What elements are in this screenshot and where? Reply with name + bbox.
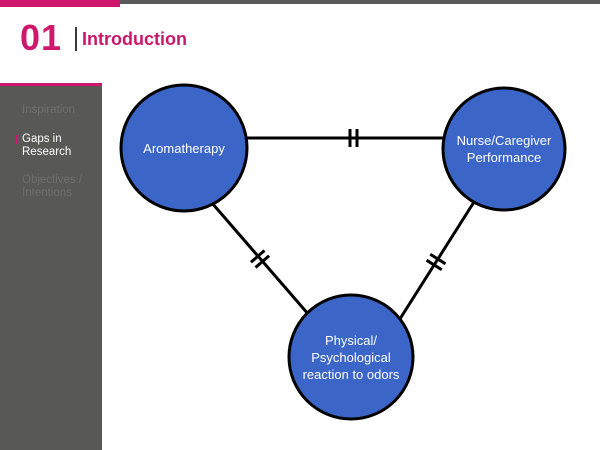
- title-divider: [75, 27, 77, 51]
- node-label-aromatherapy: Aromatherapy: [143, 140, 225, 156]
- edge-marker-bar: [429, 252, 447, 266]
- slide-title: Introduction: [82, 29, 187, 49]
- node-label-physical-psychological-reaction: Physical/ Psychological reaction to odor…: [302, 332, 400, 382]
- edge-marker-bar: [249, 249, 266, 264]
- node-label-nurse-caregiver-performance: Nurse/Caregiver Performance: [456, 133, 552, 165]
- sidebar-item-inspiration[interactable]: Inspiration: [22, 104, 98, 117]
- top-border: [0, 0, 600, 4]
- slide-number: 01: [20, 17, 63, 58]
- sidebar-nav: Inspiration Gaps in Research Objectives …: [0, 83, 102, 450]
- edge-aromatherapy-nurse: [245, 129, 447, 147]
- node-nurse-caregiver-performance: [441, 86, 567, 212]
- edge-marker-bar: [254, 254, 271, 269]
- sidebar-item-label: Objectives / Intentions: [22, 174, 83, 199]
- sidebar-item-gaps-in-research[interactable]: Gaps in Research: [16, 133, 98, 159]
- sidebar-item-label: Gaps in Research: [22, 133, 72, 158]
- node-aromatherapy: [119, 83, 249, 213]
- edge-marker-bar: [425, 258, 443, 272]
- active-marker: [16, 135, 18, 144]
- edge-nurse-reaction: [396, 201, 476, 323]
- sidebar-item-objectives-intentions[interactable]: Objectives / Intentions: [22, 174, 98, 200]
- edge-aromatherapy-reaction: [210, 202, 311, 316]
- node-physical-psychological-reaction: [287, 293, 415, 421]
- sidebar-item-label: Inspiration: [22, 104, 76, 116]
- top-accent-bar: [0, 0, 120, 7]
